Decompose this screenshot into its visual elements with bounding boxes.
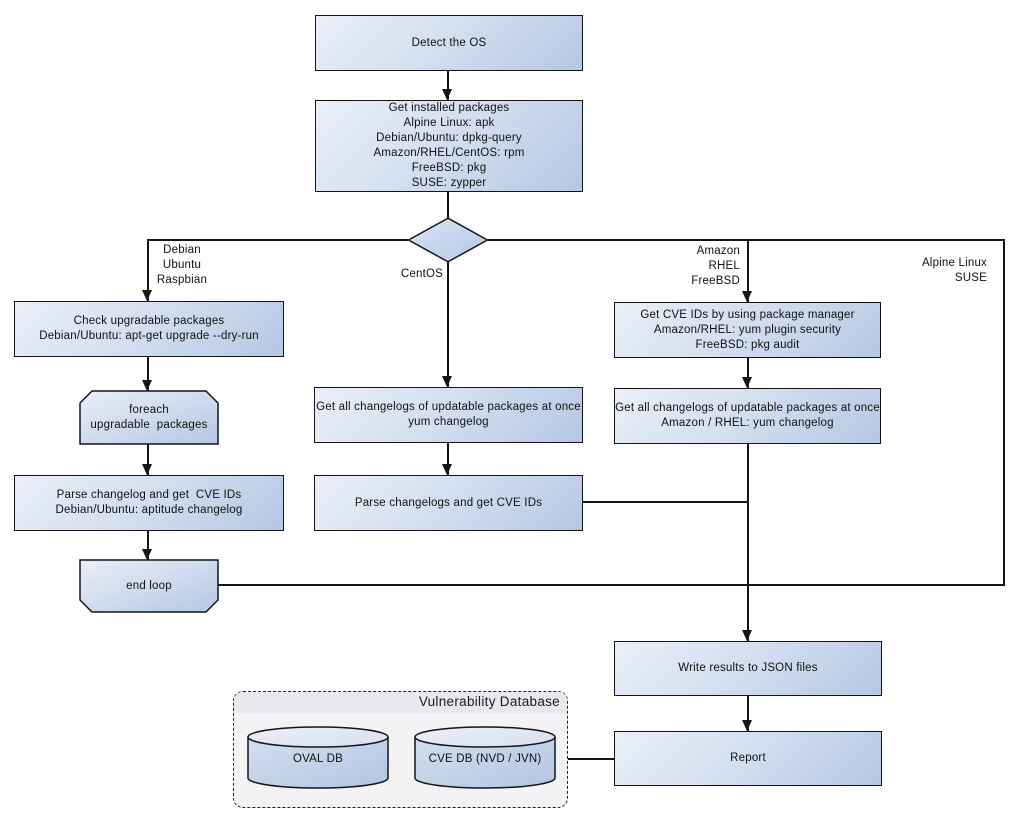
arrowhead bbox=[742, 377, 752, 388]
connector-line bbox=[147, 444, 149, 475]
branch-label-debian: Debian Ubuntu Raspbian bbox=[150, 243, 214, 288]
node-line: Detect the OS bbox=[411, 36, 487, 49]
arrowhead bbox=[142, 464, 152, 475]
node-detect-os: Detect the OS bbox=[315, 15, 583, 71]
oval-db-cylinder bbox=[247, 726, 389, 789]
arrowhead bbox=[442, 464, 452, 475]
cve-db-label-wrap: CVE DB (NVD / JVN) bbox=[415, 747, 555, 771]
node-end-loop-shape bbox=[79, 559, 219, 613]
node-line: Write results to JSON files bbox=[678, 662, 818, 674]
node-end-loop: end loop bbox=[80, 560, 218, 612]
connector-line bbox=[488, 239, 1005, 241]
node-line: Amazon/RHEL: yum plugin security bbox=[653, 323, 842, 336]
connector-line bbox=[148, 239, 408, 241]
connector-line bbox=[747, 696, 749, 731]
connector-line bbox=[583, 501, 748, 503]
node-line: end loop bbox=[126, 579, 172, 592]
connector-line bbox=[447, 262, 449, 387]
arrowhead bbox=[142, 290, 152, 301]
connector-line bbox=[147, 357, 149, 391]
node-line: Get all changelogs of updatable packages… bbox=[316, 401, 581, 413]
node-line: upgradable packages bbox=[90, 418, 208, 431]
vulnerability-database-title: Vulnerability Database bbox=[418, 694, 560, 709]
node-parse-changelogs-centos: Parse changelogs and get CVE IDs bbox=[314, 475, 583, 531]
node-line: Get installed packages bbox=[388, 102, 510, 114]
connector-line bbox=[447, 71, 449, 100]
node-line: Report bbox=[730, 752, 766, 764]
node-line: Parse changelog and get CVE IDs bbox=[56, 489, 242, 501]
node-line: Amazon/RHEL/CentOS: rpm bbox=[373, 147, 525, 159]
node-line: SUSE: zypper bbox=[411, 177, 487, 189]
connector-line bbox=[747, 444, 749, 641]
node-foreach-loop: foreach upgradable packages bbox=[80, 391, 218, 444]
arrowhead bbox=[442, 89, 452, 100]
branch-label-centos: CentOS bbox=[375, 267, 443, 282]
connector-line bbox=[1003, 239, 1005, 586]
branch-label-line: Raspbian bbox=[156, 274, 208, 286]
node-line: Debian/Ubuntu: aptitude changelog bbox=[55, 504, 243, 516]
vulnerability-database-header bbox=[234, 692, 567, 713]
connector-line bbox=[147, 239, 149, 301]
node-check-upgradable-packages: Check upgradable packages Debian/Ubuntu:… bbox=[14, 301, 284, 357]
arrowhead bbox=[442, 376, 452, 387]
node-report: Report bbox=[614, 731, 882, 786]
branch-label-line: Debian bbox=[163, 244, 201, 256]
node-get-installed-packages: Get installed packages Alpine Linux: apk… bbox=[315, 100, 583, 192]
branch-label-line: Alpine Linux bbox=[921, 257, 987, 269]
arrowhead bbox=[742, 720, 752, 731]
connector-line bbox=[447, 443, 449, 475]
os-decision-diamond bbox=[407, 217, 489, 263]
branch-label-line: Ubuntu bbox=[162, 259, 202, 271]
node-line: Amazon / RHEL: yum changelog bbox=[661, 417, 834, 429]
arrowhead bbox=[142, 549, 152, 560]
branch-label-line: Amazon bbox=[696, 245, 740, 257]
node-line: Parse changelogs and get CVE IDs bbox=[354, 496, 543, 509]
node-get-changelogs-centos: Get all changelogs of updatable packages… bbox=[314, 387, 583, 443]
node-line: yum changelog bbox=[408, 416, 489, 428]
node-line: Alpine Linux: apk bbox=[403, 117, 495, 129]
connector-line bbox=[147, 531, 149, 560]
node-line: Debian/Ubuntu: dpkg-query bbox=[376, 132, 522, 144]
node-parse-changelog-debian: Parse changelog and get CVE IDs Debian/U… bbox=[14, 475, 284, 531]
branch-label-line: SUSE bbox=[954, 272, 987, 284]
connector-line bbox=[747, 358, 749, 388]
oval-db-label: OVAL DB bbox=[293, 752, 343, 765]
arrowhead bbox=[742, 291, 752, 302]
node-get-cve-ids-package-manager: Get CVE IDs by using package manager Ama… bbox=[614, 302, 881, 358]
node-line: foreach bbox=[129, 403, 169, 416]
connector-line bbox=[568, 758, 614, 760]
branch-label-amazon: Amazon RHEL FreeBSD bbox=[665, 244, 740, 289]
node-get-changelogs-amazon: Get all changelogs of updatable packages… bbox=[614, 388, 881, 444]
connector-line bbox=[447, 192, 449, 218]
node-line: Debian/Ubuntu: apt-get upgrade --dry-run bbox=[39, 330, 259, 342]
node-foreach-loop-shape bbox=[79, 390, 219, 445]
node-line: FreeBSD: pkg audit bbox=[695, 338, 800, 351]
node-line: Check upgradable packages bbox=[73, 315, 225, 327]
node-line: Get all changelogs of updatable packages… bbox=[615, 402, 880, 414]
cve-db-label: CVE DB (NVD / JVN) bbox=[428, 752, 542, 765]
cve-db-cylinder bbox=[414, 726, 556, 789]
branch-label-line: CentOS bbox=[400, 268, 443, 280]
arrowhead bbox=[142, 380, 152, 391]
oval-db-label-wrap: OVAL DB bbox=[248, 747, 388, 771]
branch-label-line: RHEL bbox=[708, 260, 740, 272]
branch-label-line: FreeBSD bbox=[691, 275, 740, 287]
connector-line bbox=[218, 584, 1005, 586]
arrowhead bbox=[742, 630, 752, 641]
node-line: FreeBSD: pkg bbox=[411, 162, 487, 174]
node-line: Get CVE IDs by using package manager bbox=[640, 308, 855, 321]
branch-label-alpine: Alpine Linux SUSE bbox=[880, 256, 987, 286]
connector-line bbox=[747, 239, 749, 302]
node-write-results-json: Write results to JSON files bbox=[614, 641, 882, 696]
